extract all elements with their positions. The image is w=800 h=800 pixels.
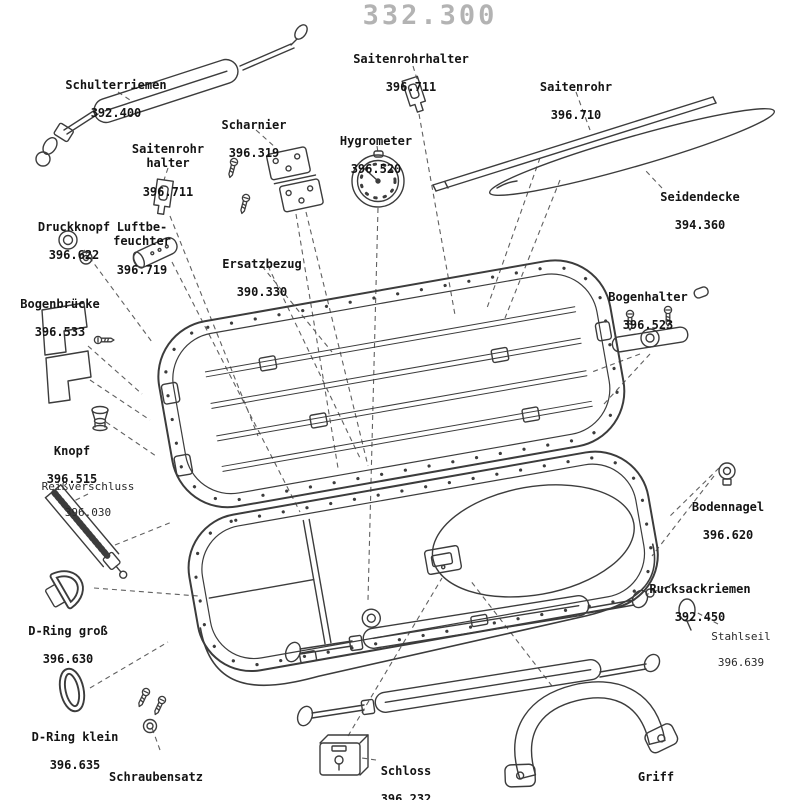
silk-cover-part	[488, 108, 776, 196]
label-bogenhalter: Bogenhalter 396.523	[608, 276, 687, 347]
label-schulterriemen: Schulterriemen 392.400	[65, 64, 166, 135]
part-number: 392.400	[90, 106, 142, 121]
part-number: 396.533	[34, 325, 86, 340]
part-name: Saitenrohr halter	[131, 142, 205, 171]
screw-set-part	[142, 718, 158, 734]
shoulder-strap-part	[35, 24, 308, 167]
d-ring-small-part	[58, 667, 86, 713]
part-number: 396.232	[380, 792, 432, 800]
label-saitenrohrhalter-left: Saitenrohr halter 396.711	[132, 128, 204, 213]
label-druckknopf: Druckknopf 396.622	[38, 206, 110, 277]
label-scharnier: Scharnier 396.319	[221, 104, 286, 175]
part-name: D-Ring klein	[31, 730, 119, 745]
part-name: Ersatzbezug	[222, 257, 302, 272]
label-schloss: Schloss 396.232	[381, 750, 432, 800]
part-number: 396.719	[116, 262, 168, 277]
part-name: Saitenrohrhalter	[353, 52, 469, 67]
case-lock-mount	[423, 545, 463, 575]
humidifier-part	[132, 236, 178, 269]
part-name: Hygrometer	[339, 134, 413, 149]
part-number: 396.635	[49, 758, 101, 773]
part-number: 396.523	[622, 318, 674, 333]
diagram-title: 332.300	[362, 0, 498, 31]
part-name: Seidendecke	[660, 190, 740, 205]
case-bottom-tray	[187, 450, 659, 687]
hinge-part	[266, 146, 324, 213]
label-ersatzbezug: Ersatzbezug 390.330	[222, 243, 301, 314]
part-name: Bogenhalter	[608, 290, 688, 305]
part-number: 394.360	[674, 218, 726, 233]
bottom-nail-part	[718, 462, 736, 486]
part-name: Saitenrohr	[539, 80, 613, 95]
part-name: Stahlseil	[711, 629, 771, 643]
label-stahlseil: Stahlseil 396.639	[711, 618, 771, 683]
part-number: 396.711	[385, 80, 437, 95]
part-number: 396.515	[46, 472, 98, 487]
tube-holder-clip-left	[153, 178, 174, 215]
label-seidendecke: Seidendecke 394.360	[660, 176, 739, 247]
bow-holder-part	[611, 286, 709, 353]
part-number: 392.450	[674, 610, 726, 625]
label-saitenrohrhalter-top: Saitenrohrhalter 396.711	[353, 38, 469, 109]
hygrometer-part	[351, 150, 405, 208]
label-reissverschluss: Reißverschluss 396.030	[42, 468, 135, 533]
part-number: 396.711	[142, 184, 194, 199]
knob-part	[91, 405, 109, 432]
snap-button-part	[58, 230, 93, 265]
set-screw-2	[151, 694, 168, 717]
label-bogenbruecke: Bogenbrücke 396.533	[20, 283, 99, 354]
part-number: 396.624	[109, 798, 203, 800]
part-name: Schraubensatz	[109, 770, 203, 785]
label-saitenrohr: Saitenrohr 396.710	[540, 66, 612, 137]
part-name: Schloss	[380, 764, 432, 779]
part-number: 390.330	[236, 285, 288, 300]
label-d-ring-klein: D-Ring klein 396.635	[32, 716, 119, 787]
part-number: 396.030	[64, 505, 112, 519]
label-d-ring-gross: D-Ring groß 396.630	[28, 610, 107, 681]
backpack-strap-upper	[284, 588, 655, 663]
label-bodennagel: Bodennagel 396.620	[692, 486, 764, 557]
part-name: Scharnier	[221, 118, 287, 133]
case-lid	[157, 259, 626, 509]
part-name: Knopf	[53, 444, 91, 459]
lock-part	[319, 734, 369, 776]
part-number: 396.520	[350, 162, 402, 177]
part-number: 396.622	[48, 248, 100, 263]
part-number: 396.639	[717, 655, 765, 669]
backpack-strap-lower	[296, 653, 661, 727]
set-screw-1	[135, 686, 152, 709]
string-tube-part	[432, 96, 717, 192]
part-number: 396.710	[550, 108, 602, 123]
bow-bridge-part	[41, 302, 92, 404]
label-schraubensatz: Schraubensatz 396.624	[109, 756, 203, 800]
part-name: Reißverschluss	[41, 479, 135, 493]
label-knopf: Knopf 396.515	[47, 430, 98, 501]
part-number: 396.415	[631, 798, 682, 800]
hinge-screw-2	[237, 192, 252, 216]
steel-cable-part	[678, 598, 696, 631]
d-ring-large-part	[45, 570, 84, 610]
part-name: Griff	[637, 770, 675, 785]
tube-holder-clip-top	[401, 75, 427, 113]
part-name: D-Ring groß	[28, 624, 108, 639]
handle-part	[504, 681, 679, 788]
label-hygrometer: Hygrometer 396.520	[340, 120, 412, 191]
part-name: Bogenbrücke	[20, 297, 100, 312]
part-number: 396.319	[228, 146, 280, 161]
zipper-part	[44, 484, 128, 579]
part-name: Schulterriemen	[65, 78, 167, 93]
label-griff: Griff 396.415	[631, 756, 682, 800]
label-rucksackriemen: Rucksackriemen 392.450	[649, 568, 750, 639]
part-number: 396.630	[42, 652, 94, 667]
part-name: Luftbe- feuchter	[113, 220, 171, 249]
part-name: Rucksackriemen	[649, 582, 751, 597]
part-name: Druckknopf	[37, 220, 111, 235]
part-name: Bodennagel	[691, 500, 765, 515]
label-luftbefeuchter: Luftbe- feuchter 396.719	[113, 206, 171, 291]
part-number: 396.620	[702, 528, 754, 543]
